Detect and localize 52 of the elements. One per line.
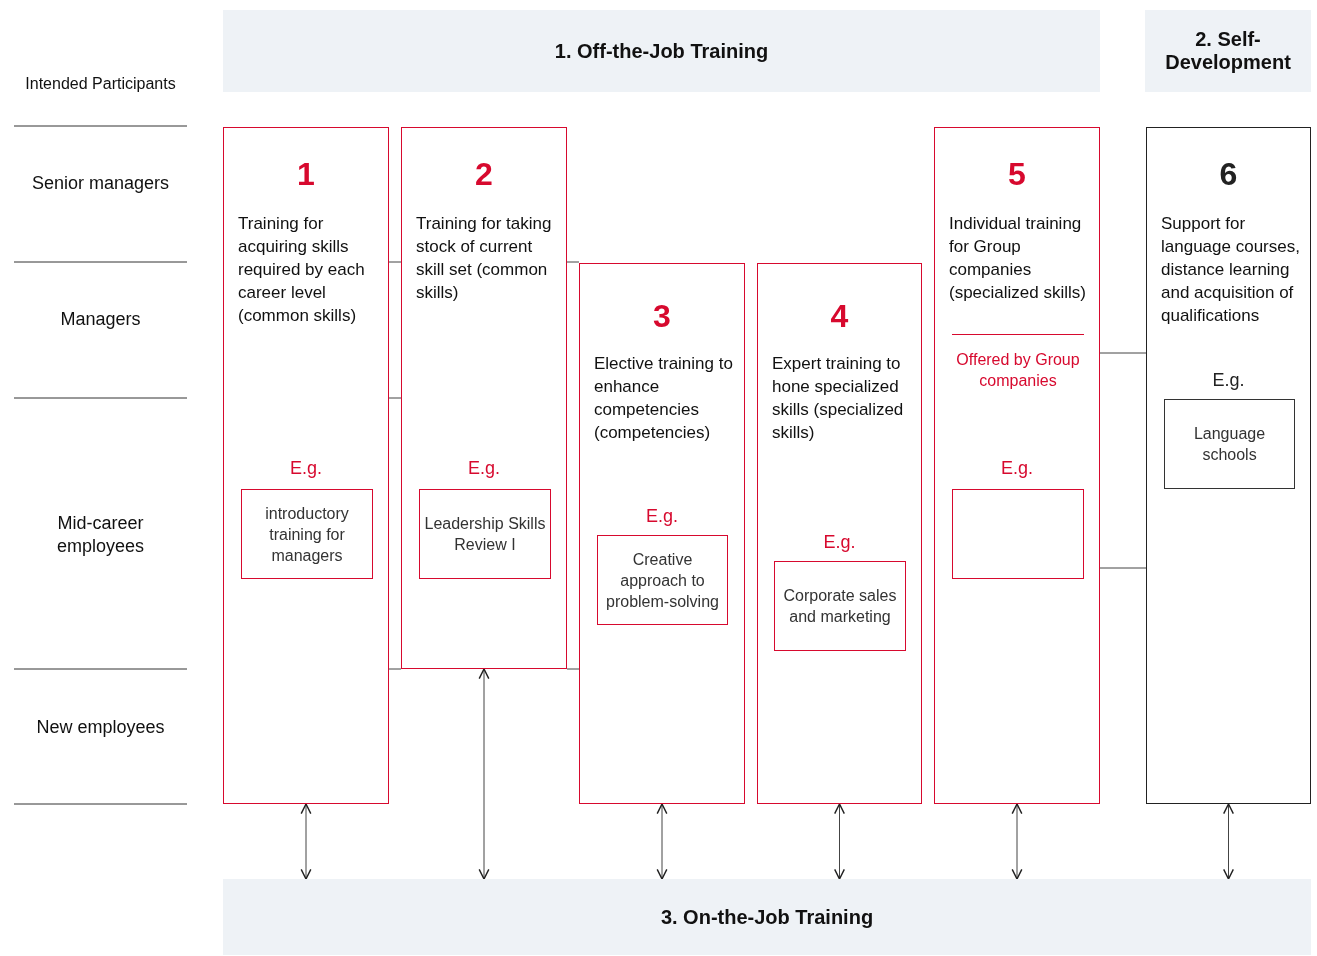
example-box: Creative approach to problem-solving <box>597 535 728 625</box>
example-box: Corporate sales and marketing <box>774 561 906 651</box>
training-column <box>934 127 1100 804</box>
column-number: 3 <box>652 298 672 335</box>
double-arrow <box>300 803 312 880</box>
double-arrow <box>834 803 845 880</box>
participant-level: Mid-career employees <box>55 512 145 558</box>
training-description: Expert training to hone specialized skills (specialized skills) <box>771 353 905 444</box>
example-heading: E.g. <box>289 458 323 479</box>
example-heading: E.g. <box>467 458 501 479</box>
training-column <box>579 263 745 804</box>
training-description: Individual training for Group companies (specialized skills) <box>948 213 1087 304</box>
participant-level: New employees <box>35 716 166 739</box>
section-band: 1. Off-the-Job Training <box>223 10 1100 92</box>
column-number: 4 <box>829 298 850 335</box>
participant-level: Managers <box>59 308 142 331</box>
example-box: Leadership Skills Review I <box>419 489 551 579</box>
training-column <box>757 263 922 804</box>
example-heading: E.g. <box>645 506 679 527</box>
section-band: 3. On-the-Job Training <box>223 879 1311 955</box>
training-description: Training for acquiring skills required by each career level (common skills) <box>237 213 366 327</box>
example-box <box>952 489 1084 579</box>
column-number: 6 <box>1218 156 1239 193</box>
connector-line <box>566 668 580 670</box>
example-heading: E.g. <box>822 532 857 553</box>
training-description: Training for taking stock of current skill set (common skills) <box>415 213 553 304</box>
connector-line <box>388 397 402 399</box>
double-arrow <box>1011 803 1023 880</box>
connector-line <box>388 261 402 263</box>
connector-line <box>1099 567 1147 569</box>
training-column <box>401 127 567 669</box>
example-box: Language schools <box>1164 399 1295 489</box>
example-heading: E.g. <box>1000 458 1034 479</box>
double-arrow <box>1223 803 1234 880</box>
participant-level: Senior managers <box>30 172 171 195</box>
double-arrow <box>656 803 668 880</box>
training-description: Elective training to enhance competencies (competencies) <box>593 353 734 444</box>
connector-line <box>388 668 402 670</box>
section-band: 2. Self-Development <box>1145 10 1311 92</box>
example-box: introductory training for managers <box>241 489 373 579</box>
double-arrow <box>478 668 490 880</box>
connector-line <box>1099 352 1147 354</box>
column-header: Intended Participants <box>24 74 177 94</box>
connector-line <box>566 261 580 263</box>
training-column <box>223 127 389 804</box>
column-number: 1 <box>296 156 316 193</box>
training-column <box>1146 127 1311 804</box>
provider-note: Offered by Group companies <box>952 334 1084 391</box>
column-number: 5 <box>1007 156 1027 193</box>
training-description: Support for language courses, distance learning and acquisition of qualifications <box>1160 213 1301 327</box>
example-heading: E.g. <box>1211 370 1246 391</box>
column-number: 2 <box>474 156 494 193</box>
